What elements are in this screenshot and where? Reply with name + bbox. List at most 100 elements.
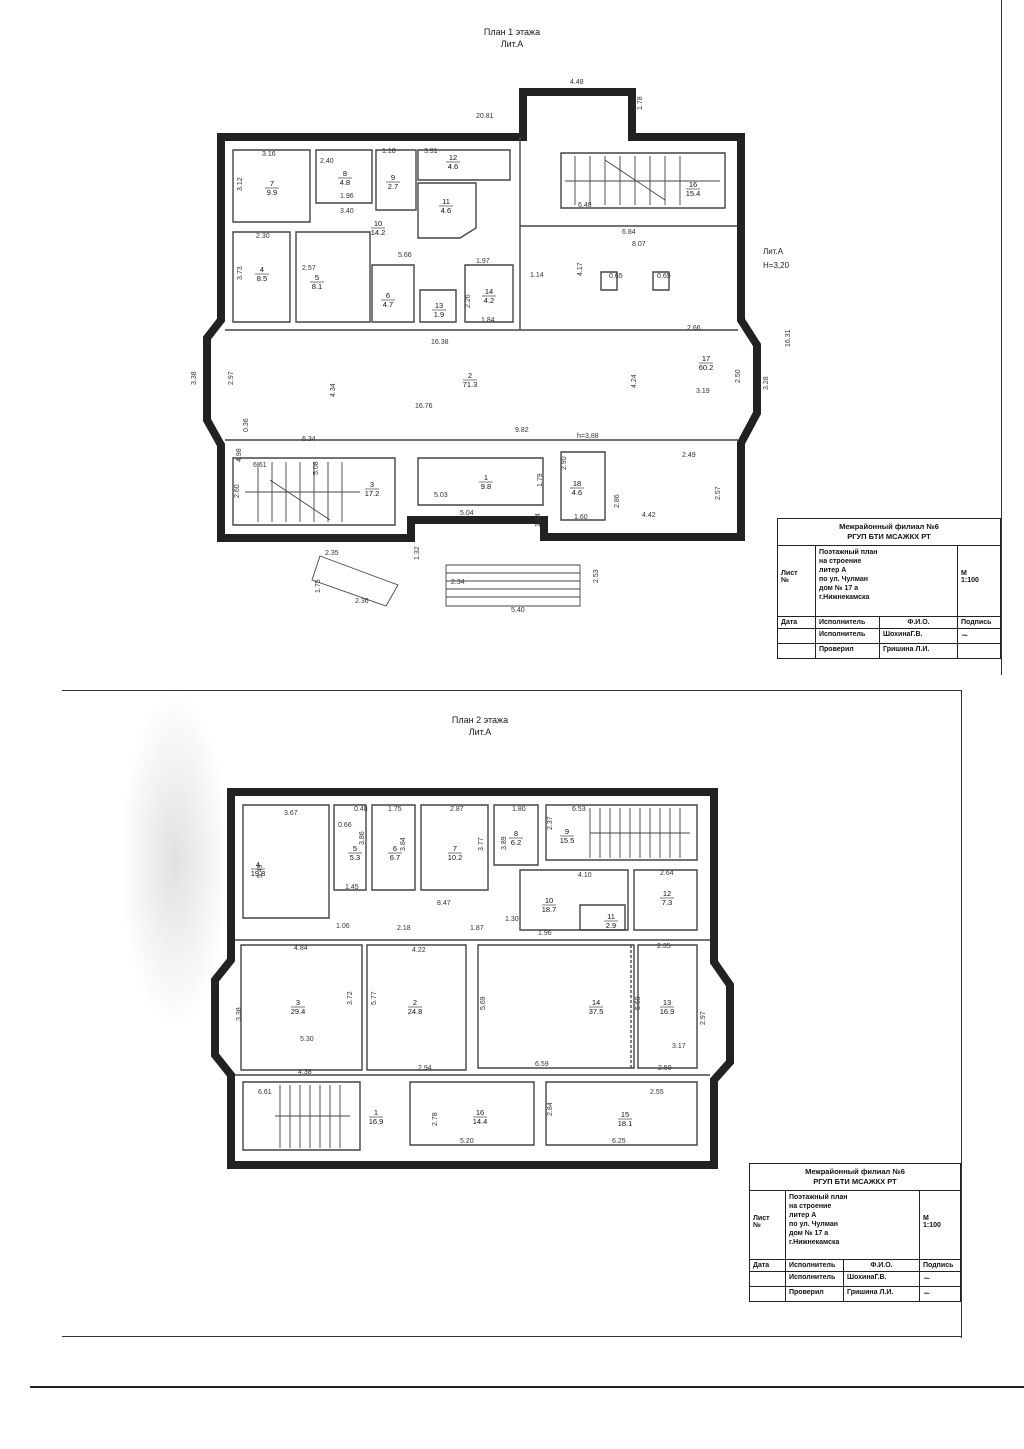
- dimension-label: 3.12: [237, 177, 244, 191]
- dimension-label: 5.69: [480, 996, 487, 1010]
- tb2-row2-date: [750, 1287, 786, 1301]
- tb2-row2: Проверил Гришина Л.И. ~: [750, 1287, 960, 1301]
- room-number: 11: [607, 912, 615, 921]
- dimension-label: 8.47: [437, 900, 451, 907]
- dimension-label: 3.77: [478, 837, 485, 851]
- room-number: 8: [343, 169, 347, 178]
- dimension-label: 4.42: [642, 512, 656, 519]
- tb2-scale: 1:100: [923, 1222, 941, 1229]
- tb2-sheet-cell: Лист №: [750, 1191, 786, 1259]
- room-number: 17: [702, 354, 710, 363]
- dimension-label: 1.96: [538, 930, 552, 937]
- tb2-col-name: Ф.И.О.: [844, 1260, 920, 1271]
- room-number: 5: [315, 273, 319, 282]
- room-area: 71.3: [463, 380, 478, 389]
- tb2-row2-signature: ~: [923, 1289, 931, 1299]
- room-area: 2.9: [606, 921, 616, 930]
- room-area: 8.5: [257, 274, 267, 283]
- dimension-label: 5.30: [300, 1036, 314, 1043]
- dimension-label: 3.86: [359, 831, 366, 845]
- tb1-row2-role: Проверил: [816, 644, 880, 658]
- sheet-bottom-border: [62, 1336, 962, 1337]
- dimension-label: 0.48: [354, 806, 368, 813]
- tb1-row1-date: [778, 629, 816, 643]
- tb1-desc-line: Поэтажный план: [819, 549, 878, 556]
- room-number: 13: [435, 301, 443, 310]
- dimension-label: 9.82: [515, 427, 529, 434]
- dimension-label: 2.49: [682, 452, 696, 459]
- room-area: 14.4: [473, 1117, 488, 1126]
- room-number: 14: [592, 998, 600, 1007]
- room-area: 17.2: [365, 489, 380, 498]
- tb2-header-row: Дата Исполнитель Ф.И.О. Подпись: [750, 1260, 960, 1272]
- room-area: 37.5: [589, 1007, 604, 1016]
- dimension-label: 6.59: [535, 1061, 549, 1068]
- dimension-label: 1.80: [512, 806, 526, 813]
- room-number: 3: [370, 480, 374, 489]
- room-number: 16: [689, 180, 697, 189]
- sheet-right-border-top: [1001, 0, 1002, 675]
- dimension-label: 2.37: [547, 816, 554, 830]
- dimension-label: 16.38: [431, 339, 449, 346]
- room-area: 5.3: [350, 853, 360, 862]
- floor2-plan: 116.9224.8329.4419.855.366.7710.286.2915…: [211, 788, 734, 1169]
- dimension-label: 2.60: [234, 484, 241, 498]
- dimension-label: 5.77: [371, 991, 378, 1005]
- floor1-title-block: План 1 этажа Лит.А: [432, 26, 592, 50]
- floor1-stair-bottom: [245, 462, 360, 522]
- room-area: 14.2: [371, 228, 386, 237]
- tb1-desc-line: по ул. Чулман: [819, 576, 868, 583]
- tb1-row2-date: [778, 644, 816, 658]
- dimension-label: 6.48: [578, 202, 592, 209]
- dimension-label: 1.60: [574, 514, 588, 521]
- dimension-label: 3.38: [191, 371, 198, 385]
- dimension-label: 1.44: [535, 513, 542, 527]
- floor1-title: План 1 этажа: [483, 27, 541, 37]
- title-block-2: Межрайонный филиал №6 РГУП БТИ МСАЖКХ РТ…: [749, 1163, 961, 1302]
- tb2-col-date: Дата: [750, 1260, 786, 1271]
- dimension-label: 3.91: [424, 148, 438, 155]
- dimension-label: 3.28: [763, 376, 770, 390]
- tb2-sheet-no: №: [753, 1222, 761, 1229]
- dimension-label: 4.24: [631, 374, 638, 388]
- dimension-label: 4.98: [236, 448, 243, 462]
- room-number: 18: [573, 479, 581, 488]
- dimension-label: 1.30: [505, 916, 519, 923]
- tb1-desc-line: дом № 17 а: [819, 585, 859, 592]
- tb2-org-line2: РГУП БТИ МСАЖКХ РТ: [813, 1177, 897, 1186]
- room-area: 4.7: [383, 300, 393, 309]
- room-number: 6: [393, 844, 397, 853]
- floor2-outer-wall: [211, 788, 734, 1169]
- floor2-title-block: План 2 этажа Лит.А: [400, 714, 560, 738]
- dimension-label: 6.25: [612, 1138, 626, 1145]
- dimension-label: 2.50: [735, 369, 742, 383]
- room-area: 6.2: [511, 838, 521, 847]
- dimension-label: 2.57: [715, 486, 722, 500]
- dimension-label: 4.84: [294, 945, 308, 952]
- room-area: 9.9: [267, 188, 277, 197]
- room-number: 8: [514, 829, 518, 838]
- tb1-desc-line: г.Нижнекамска: [819, 594, 870, 601]
- scan-edge-line: [30, 1386, 1024, 1388]
- room-area: 15.4: [686, 189, 701, 198]
- room-number: 5: [353, 844, 357, 853]
- dimension-label: 16.31: [785, 329, 792, 347]
- room-number: 15: [621, 1110, 629, 1119]
- dimension-label: 2.18: [397, 925, 411, 932]
- dimension-label: 1.79: [537, 473, 544, 487]
- dimension-label: 1.45: [345, 884, 359, 891]
- room-number: 2: [413, 998, 417, 1007]
- room-number: 4: [256, 860, 260, 869]
- tb1-row1: Исполнитель ШохинаГ.В. ~: [778, 629, 1000, 644]
- dimension-label: 2.30: [256, 233, 270, 240]
- dimension-label: 20.81: [476, 113, 494, 120]
- dimension-label: 4.17: [577, 262, 584, 276]
- dimension-label: 5.04: [460, 510, 474, 517]
- floor1-subtitle: Лит.А: [500, 39, 524, 49]
- floor2-stair-bottom: [275, 1085, 350, 1148]
- tb1-org-line2: РГУП БТИ МСАЖКХ РТ: [847, 532, 931, 541]
- scan-shadow: [120, 690, 230, 1030]
- dimension-label: 2.55: [650, 1089, 664, 1096]
- dimension-label: 5.40: [511, 607, 525, 614]
